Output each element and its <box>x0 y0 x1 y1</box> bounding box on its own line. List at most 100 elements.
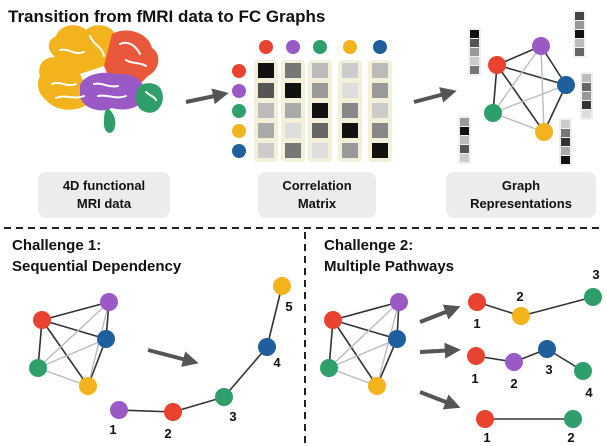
c1-chain-node-yellow <box>273 277 291 295</box>
challenge1-chain: 1 2 3 4 5 <box>109 277 293 441</box>
graph-node-yellow <box>535 123 553 141</box>
c1-node-yellow <box>79 377 97 395</box>
feature-bar-cell <box>561 138 570 146</box>
feature-bar-cell <box>582 101 591 109</box>
p1-label-3: 3 <box>592 267 599 282</box>
matrix-cell <box>342 103 358 118</box>
graph-node-purple <box>532 37 550 55</box>
challenge2-graph <box>320 293 408 395</box>
p1-node-yellow <box>512 307 530 325</box>
c1-node-blue <box>97 330 115 348</box>
stage-label-matrix-line2: Matrix <box>298 196 337 211</box>
feature-bar-cell <box>460 127 469 135</box>
feature-bar-cell <box>470 39 479 47</box>
brain-illustration <box>38 25 163 133</box>
matrix-cell <box>372 143 388 158</box>
feature-bar-cell <box>582 74 591 82</box>
row-dot-blue <box>232 144 246 158</box>
p3-node-green <box>564 410 582 428</box>
matrix-cell <box>342 83 358 98</box>
row-dot-green <box>232 104 246 118</box>
arrow-matrix-to-graph <box>413 87 457 104</box>
matrix-cell <box>285 103 301 118</box>
feature-bar-cell <box>561 156 570 164</box>
matrix-cell <box>258 63 274 78</box>
feature-bar-cell <box>575 48 584 56</box>
p3-label-1: 1 <box>483 430 490 445</box>
stage-label-fmri-line1: 4D functional <box>63 178 145 193</box>
c1-chain-label-1: 1 <box>109 422 116 437</box>
stage-label-graph-line2: Representations <box>470 196 572 211</box>
c2-node-blue <box>388 330 406 348</box>
feature-bar-cell <box>470 66 479 74</box>
arrow-brain-to-matrix <box>185 88 229 105</box>
feature-bar-cell <box>582 92 591 100</box>
c1-chain-label-5: 5 <box>285 299 292 314</box>
stage-label-fmri-line2: MRI data <box>77 196 132 211</box>
feature-bar-cell <box>575 21 584 29</box>
matrix-cell <box>312 123 328 138</box>
c1-node-red <box>33 311 51 329</box>
header-dot-green <box>313 40 327 54</box>
challenge2-arrow-2 <box>419 342 461 359</box>
matrix-header-dots <box>259 40 387 54</box>
feature-bar-cell <box>582 83 591 91</box>
challenge2-arrow-1 <box>419 304 461 324</box>
c1-chain-node-purple <box>110 401 128 419</box>
c2-node-yellow <box>368 377 386 395</box>
stage-label-fmri: 4D functional MRI data <box>38 172 170 218</box>
p2-label-1: 1 <box>471 371 478 386</box>
graph-node-red <box>488 56 506 74</box>
c1-chain-label-4: 4 <box>273 355 281 370</box>
feature-bar-cell <box>460 145 469 153</box>
correlation-matrix <box>232 40 392 162</box>
matrix-cell <box>258 103 274 118</box>
c1-chain-node-blue <box>258 338 276 356</box>
feature-bar-cell <box>460 136 469 144</box>
stage-label-matrix: Correlation Matrix <box>258 172 376 218</box>
feature-bar-cell <box>561 120 570 128</box>
challenge1-title-line1: Challenge 1: <box>12 237 101 254</box>
c1-chain-label-3: 3 <box>229 409 236 424</box>
graph-representation <box>458 10 593 166</box>
feature-bar-cell <box>575 30 584 38</box>
c1-chain-node-green <box>215 388 233 406</box>
row-dot-red <box>232 64 246 78</box>
graph-node-blue <box>557 76 575 94</box>
matrix-cell <box>285 143 301 158</box>
matrix-cell <box>285 63 301 78</box>
matrix-cell <box>372 63 388 78</box>
feature-bar-cell <box>460 154 469 162</box>
matrix-cell <box>312 143 328 158</box>
p2-label-3: 3 <box>545 362 552 377</box>
matrix-cell <box>258 123 274 138</box>
matrix-cell <box>372 103 388 118</box>
challenge2-arrow-3 <box>419 390 461 410</box>
matrix-cell <box>312 103 328 118</box>
feature-bar-cell <box>575 12 584 20</box>
matrix-cell <box>372 123 388 138</box>
matrix-cell <box>285 83 301 98</box>
p3-label-2: 2 <box>567 430 574 445</box>
header-dot-yellow <box>343 40 357 54</box>
matrix-cell <box>258 83 274 98</box>
p2-node-purple <box>505 353 523 371</box>
challenge2-title-line1: Challenge 2: <box>324 237 413 254</box>
c1-node-purple <box>100 293 118 311</box>
row-dot-yellow <box>232 124 246 138</box>
p2-label-2: 2 <box>510 376 517 391</box>
stage-label-matrix-line1: Correlation <box>282 178 351 193</box>
feature-bar-cell <box>470 30 479 38</box>
matrix-cell <box>258 143 274 158</box>
p2-node-blue <box>538 340 556 358</box>
feature-bar-cell <box>582 110 591 118</box>
matrix-cell <box>342 123 358 138</box>
figure-title: Transition from fMRI data to FC Graphs <box>8 7 325 26</box>
matrix-cell <box>342 63 358 78</box>
c2-node-purple <box>390 293 408 311</box>
matrix-cells <box>258 63 388 158</box>
challenge2-pathway-2: 1 2 3 4 <box>467 340 593 400</box>
matrix-cell <box>372 83 388 98</box>
challenge1-title-line2: Sequential Dependency <box>12 258 182 275</box>
